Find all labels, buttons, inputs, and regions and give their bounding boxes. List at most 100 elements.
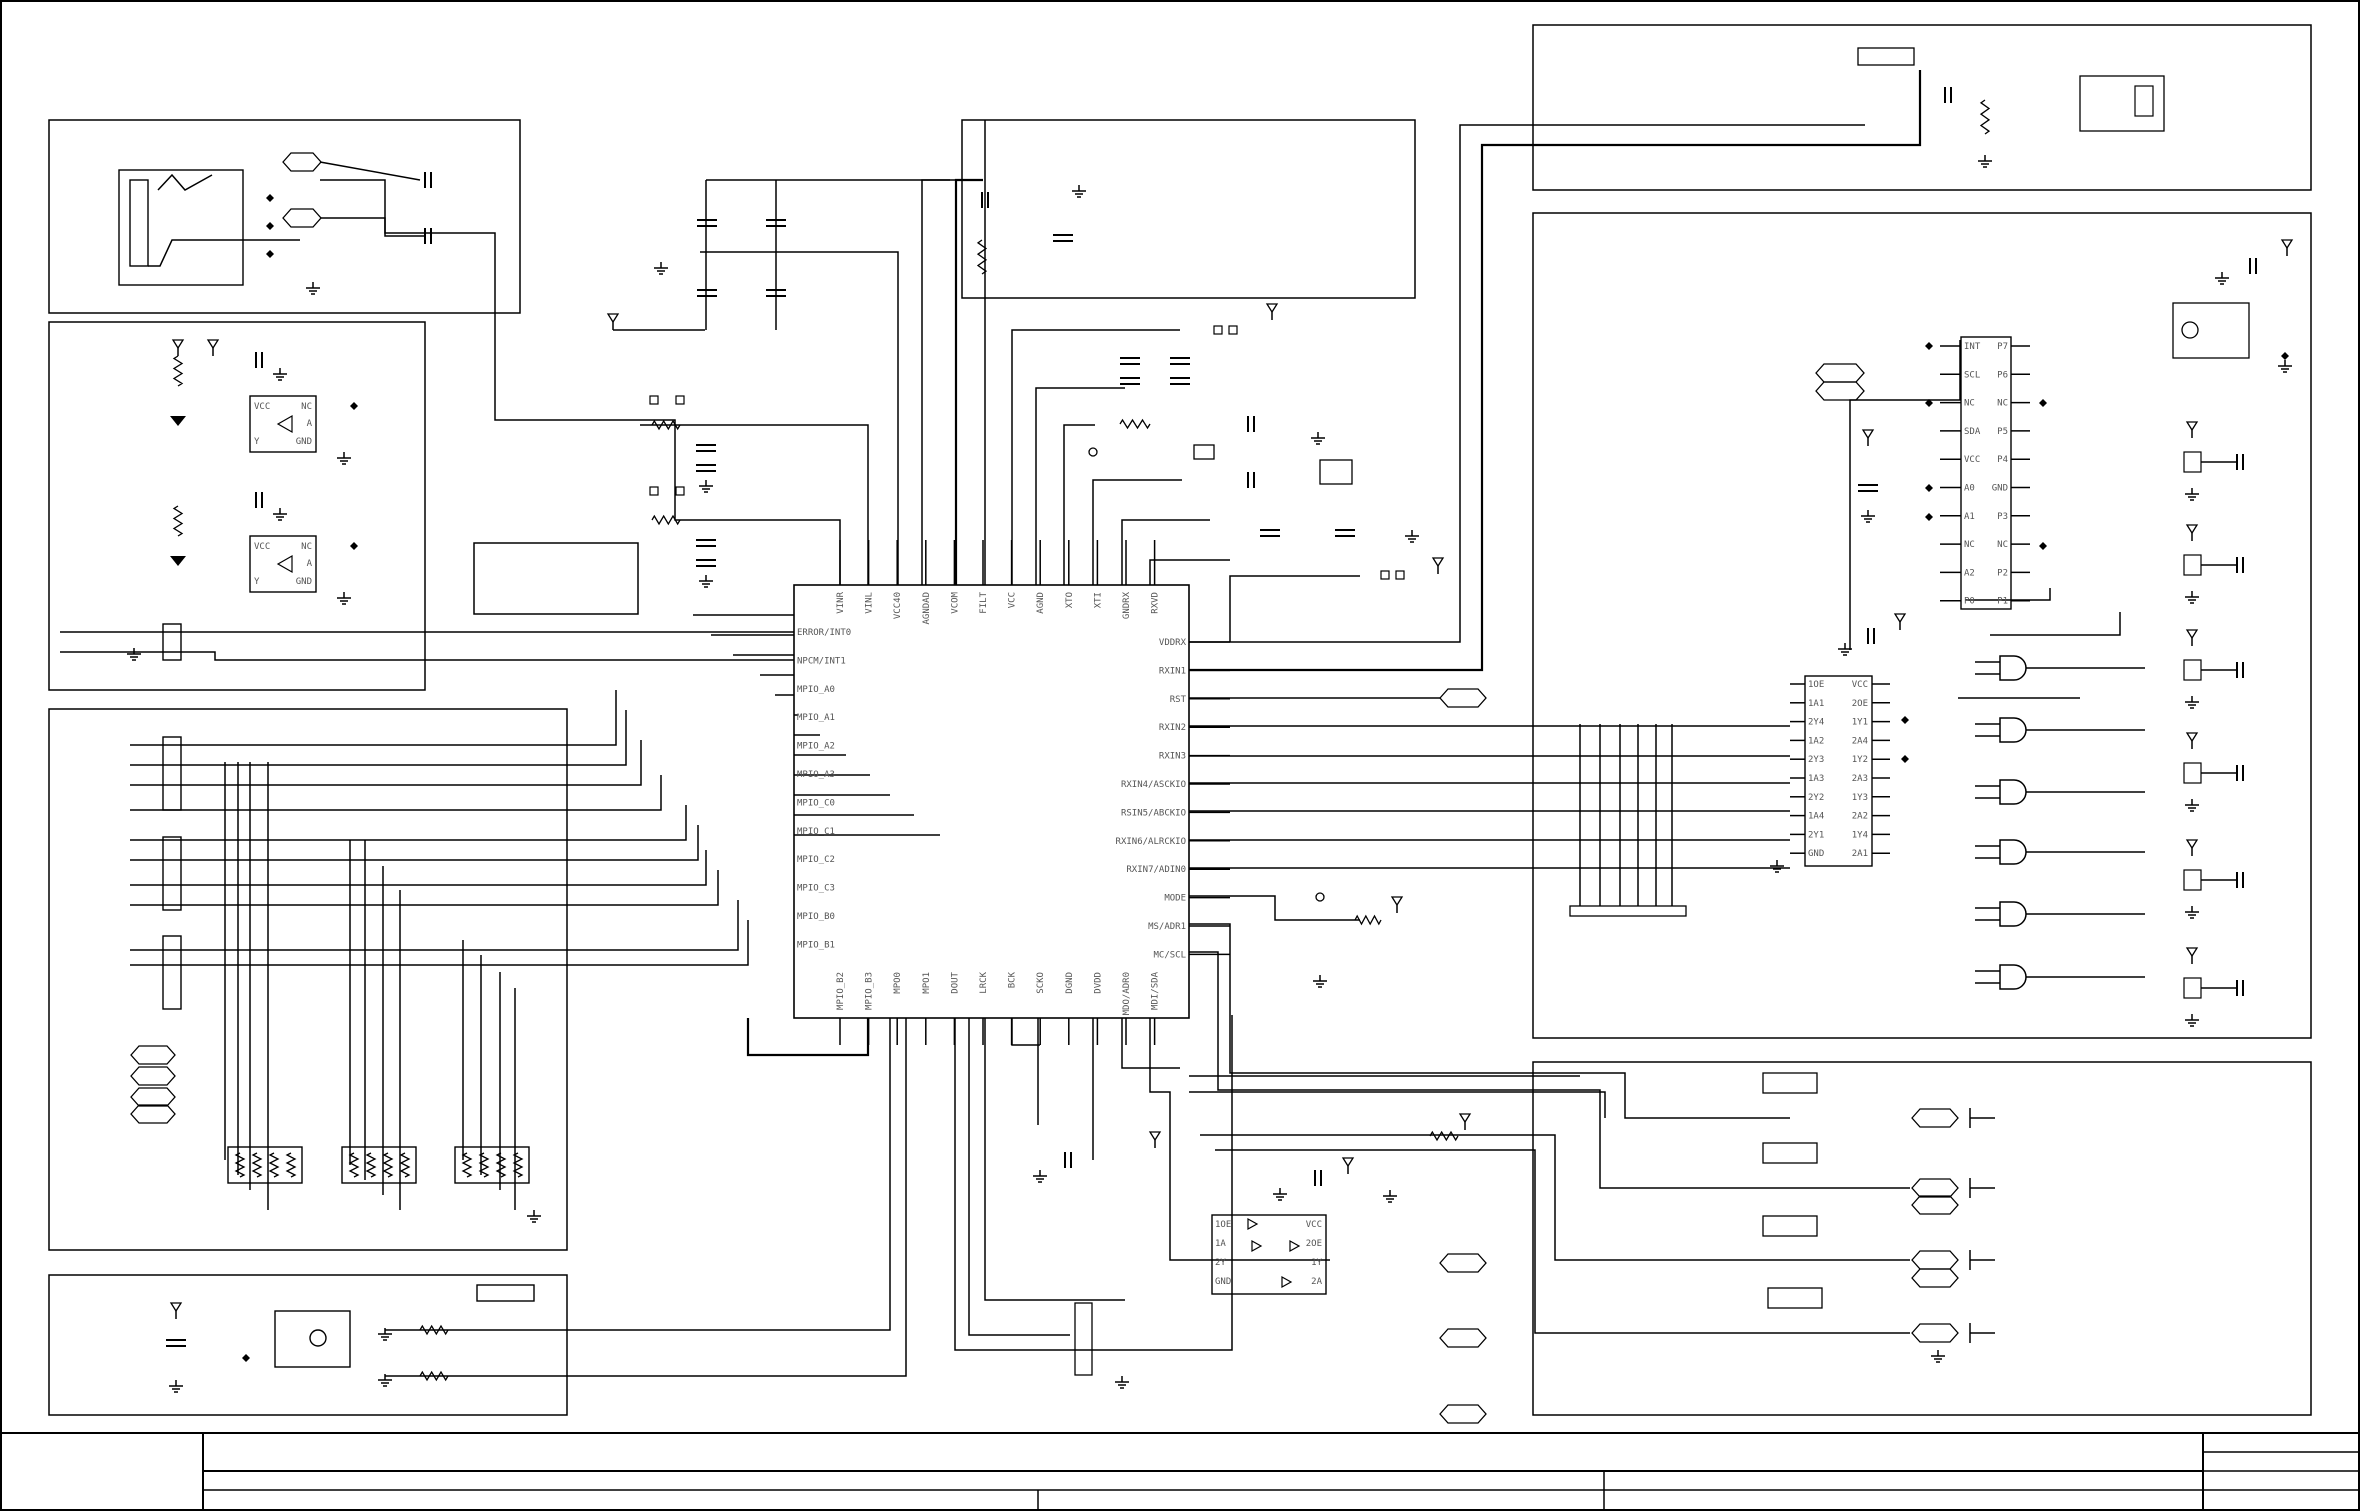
supply-symbol xyxy=(1390,896,1404,907)
expander-pin-label: P5 xyxy=(1997,427,2008,437)
wire xyxy=(130,690,617,746)
chip-pin-label: RST xyxy=(1170,695,1187,705)
connector-header xyxy=(162,623,182,661)
wire xyxy=(130,900,739,951)
offpage-connector xyxy=(130,1104,176,1124)
connector-header xyxy=(1767,1287,1823,1309)
expander-pin-label: P4 xyxy=(1997,455,2008,465)
wire xyxy=(1215,1149,1910,1334)
wire xyxy=(1189,1091,1606,1118)
wire xyxy=(968,1018,1070,1336)
offpage-connector xyxy=(1911,1268,1959,1288)
opto-a-label: A xyxy=(307,559,313,569)
offpage-connector xyxy=(1911,1195,1959,1215)
buffer-pin-label: 2Y4 xyxy=(1808,718,1824,728)
indicator-module xyxy=(2183,659,2202,681)
and-gate xyxy=(1999,901,2027,927)
expander-pin-label: SCL xyxy=(1964,370,1980,380)
supply-symbol xyxy=(1148,1131,1162,1142)
supply-symbol xyxy=(2280,239,2294,250)
test-point xyxy=(1088,447,1098,457)
chip-pin-label: XTI xyxy=(1093,592,1103,608)
small-buffer-pin-label: 1OE xyxy=(1215,1220,1231,1230)
supply-symbol xyxy=(2185,947,2199,958)
chip-pin-label: VINL xyxy=(865,592,875,614)
chip-pin-label: VDDRX xyxy=(1159,638,1187,648)
supply-symbol xyxy=(1861,429,1875,440)
wire xyxy=(130,740,642,786)
indicator-module xyxy=(2183,554,2202,576)
resistor xyxy=(365,1152,377,1178)
and-gate xyxy=(1999,964,2027,990)
output-jack xyxy=(2079,75,2165,132)
chip-pin-label: MPIO_A0 xyxy=(797,685,835,695)
buffer-pin-label: GND xyxy=(1808,849,1824,859)
photodiode-icon xyxy=(309,1329,327,1347)
jack-contact xyxy=(129,179,149,267)
connection-node xyxy=(266,222,274,230)
offpage-connector xyxy=(1439,1328,1487,1348)
chip-pin-label: MC/SCL xyxy=(1153,950,1186,960)
chip-pin-label: MPIO_B0 xyxy=(797,912,835,922)
bus-connector xyxy=(1569,905,1687,917)
jack-contact xyxy=(2134,85,2154,117)
jumper-pad xyxy=(675,395,685,405)
receiver-ic-body xyxy=(793,584,1190,1019)
chip-pin-label: MPIO_C2 xyxy=(797,855,835,865)
block-outline xyxy=(48,1274,568,1416)
buffer-pin-label: 1Y4 xyxy=(1852,830,1868,840)
wire xyxy=(640,424,869,585)
jumper-pad xyxy=(1380,570,1390,580)
io-expander-ic xyxy=(1960,336,2012,610)
buffer-gate xyxy=(1247,1217,1259,1231)
chip-pin-label: RXIN6/ALRCKIO xyxy=(1116,837,1186,847)
wire xyxy=(1011,329,1180,585)
chip-pin-label: DGND xyxy=(1065,972,1075,994)
connection-node xyxy=(1925,342,1933,350)
chip-pin-label: XTO xyxy=(1065,592,1075,608)
chip-pin-label: DOUT xyxy=(950,971,960,993)
chip-pin-label: RXIN7/ADIN0 xyxy=(1126,865,1186,875)
wire xyxy=(385,1018,907,1377)
expander-pin-label: SDA xyxy=(1964,427,1981,437)
crystal xyxy=(1193,444,1215,460)
and-gate xyxy=(1999,779,2027,805)
buffer-pin-label: 1OE xyxy=(1808,680,1824,690)
resistor xyxy=(285,1152,297,1178)
resistor xyxy=(399,1152,411,1178)
buffer-pin-label: 1A2 xyxy=(1808,736,1824,746)
resistor xyxy=(251,1152,263,1178)
connection-node xyxy=(2281,352,2289,360)
chip-pin-label: RXIN2 xyxy=(1159,723,1186,733)
offpage-connector xyxy=(1815,363,1865,383)
connection-node xyxy=(1901,755,1909,763)
block-outline xyxy=(1532,212,2312,1039)
chip-pin-label: FILT xyxy=(979,591,989,613)
connection-node xyxy=(350,402,358,410)
opto-buffer-symbol xyxy=(276,554,293,574)
connection-node xyxy=(2039,399,2047,407)
resistor-array xyxy=(227,1146,303,1184)
connection-node xyxy=(350,542,358,550)
chip-pin-label: MS/ADR1 xyxy=(1148,922,1186,932)
buffer-pin-label: VCC xyxy=(1852,680,1868,690)
offpage-connector xyxy=(1911,1323,1959,1343)
expander-pin-label: NC xyxy=(1997,399,2008,409)
wire xyxy=(1849,340,1961,650)
connection-node xyxy=(1925,484,1933,492)
and-gate xyxy=(1999,655,2027,681)
block-outline xyxy=(1532,1061,2312,1416)
wire xyxy=(385,1018,891,1331)
block-outline xyxy=(1532,24,2312,191)
expander-pin-label: A2 xyxy=(1964,568,1975,578)
connector-header xyxy=(1074,1302,1093,1376)
supply-symbol xyxy=(1341,1157,1355,1168)
connector-header xyxy=(1857,47,1915,66)
wire xyxy=(130,850,707,886)
expander-pin-label: P2 xyxy=(1997,568,2008,578)
connector-header xyxy=(162,736,182,811)
chip-pin-label: LRCK xyxy=(979,971,989,993)
buffer-pin-label: 2Y1 xyxy=(1808,830,1824,840)
resistor xyxy=(1119,418,1151,430)
resistor xyxy=(1979,99,1991,135)
